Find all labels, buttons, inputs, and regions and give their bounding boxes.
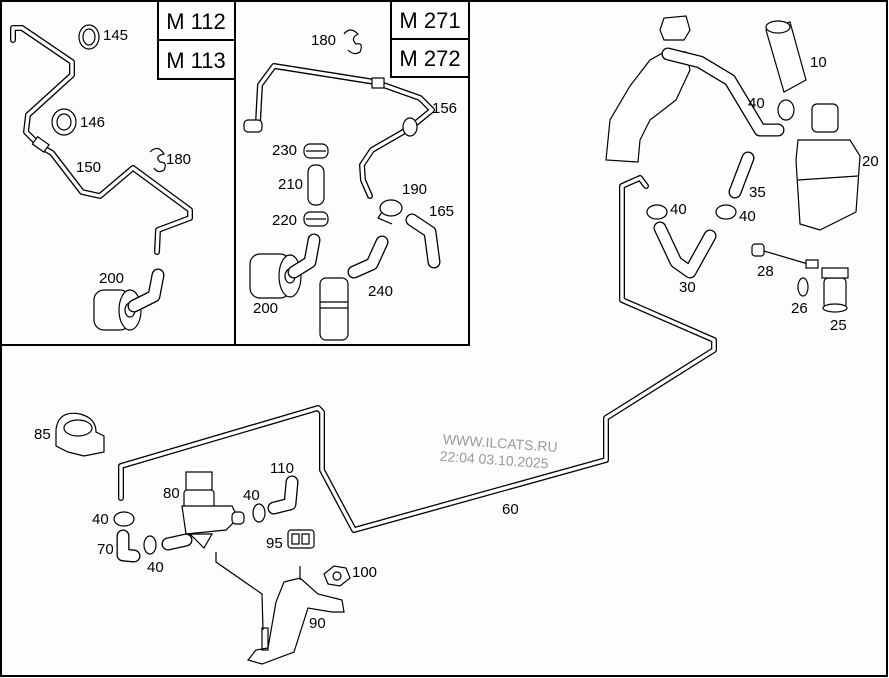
filler-neck-icon — [605, 15, 785, 163]
callout-label: 210 — [278, 176, 303, 193]
filter-200-icon — [93, 268, 165, 331]
hose-110-icon — [267, 475, 299, 515]
watermark-timestamp: 22:04 03.10.2025 — [439, 448, 549, 472]
nut-100-icon — [323, 565, 351, 587]
callout-label: 70 — [97, 541, 114, 558]
clamp-230-icon — [303, 143, 329, 159]
callout-label: 95 — [266, 535, 283, 552]
pipe-156 — [243, 63, 435, 199]
callout-label: 90 — [309, 615, 326, 632]
callout-label: 40 — [243, 487, 260, 504]
model-table-middle: M 271 M 272 — [390, 0, 470, 78]
clamp-40-icon — [113, 511, 135, 527]
clamp-190-icon — [377, 199, 403, 225]
callout-label: 190 — [402, 181, 427, 198]
callout-label: 40 — [748, 95, 765, 112]
clip-180-icon — [149, 147, 166, 173]
clamp-146-icon — [51, 108, 77, 136]
hose-165-icon — [405, 213, 441, 269]
callout-label: 100 — [352, 564, 377, 581]
watermark: WWW.ILCATS.RU 22:04 03.10.2025 — [439, 431, 558, 472]
callout-label: 200 — [99, 270, 124, 287]
o-ring-26-icon — [797, 277, 809, 297]
inset-m271-frame — [234, 0, 470, 346]
callout-label: 28 — [757, 263, 774, 280]
model-label: M 271 — [399, 8, 460, 33]
callout-label: 180 — [311, 32, 336, 49]
callout-label: 80 — [163, 485, 180, 502]
callout-label: 230 — [272, 142, 297, 159]
callout-label: 10 — [810, 54, 827, 71]
hose-35-icon — [728, 151, 755, 199]
callout-label: 30 — [679, 279, 696, 296]
clip-180-icon — [343, 29, 362, 55]
callout-label: 146 — [80, 114, 105, 131]
canister-10-icon — [765, 20, 807, 93]
hose-30-icon — [653, 221, 717, 279]
callout-label: 150 — [76, 159, 101, 176]
callout-label: 200 — [253, 300, 278, 317]
callout-label: 156 — [432, 100, 457, 117]
purge-valve-80-icon — [161, 471, 245, 551]
callout-label: 240 — [368, 283, 393, 300]
canister-icon — [319, 277, 349, 341]
callout-label: 40 — [739, 208, 756, 225]
model-label: M 113 — [166, 48, 226, 73]
callout-label: 110 — [270, 460, 294, 477]
clamp-40-icon — [252, 503, 266, 523]
callout-label: 25 — [830, 317, 847, 334]
callout-label: 220 — [272, 212, 297, 229]
callout-label: 40 — [92, 511, 109, 528]
hose-210-icon — [307, 164, 325, 206]
hose-240-icon — [347, 235, 389, 279]
filter-200-icon — [249, 233, 321, 299]
clamp-40-icon — [715, 204, 737, 220]
callout-label: 180 — [166, 151, 191, 168]
bracket-90-icon — [215, 552, 345, 665]
canister-20-icon — [795, 103, 861, 231]
callout-label: 40 — [147, 559, 164, 576]
callout-label: 145 — [103, 27, 128, 44]
clamp-85-icon — [55, 412, 105, 457]
clamp-40-icon — [143, 535, 157, 555]
model-label: M 272 — [399, 46, 460, 71]
clip-95-icon — [287, 529, 315, 549]
callout-label: 20 — [862, 153, 879, 170]
callout-label: 85 — [34, 426, 51, 443]
callout-label: 35 — [749, 184, 766, 201]
sensor-28-icon — [751, 243, 819, 269]
valve-25-icon — [821, 267, 849, 313]
model-table-left: M 112 M 113 — [157, 0, 236, 80]
callout-label: 26 — [791, 300, 808, 317]
clamp-145-icon — [78, 24, 100, 50]
clamp-40-icon — [646, 204, 668, 220]
watermark-url: WWW.ILCATS.RU — [442, 431, 558, 455]
hose-70-icon — [116, 529, 141, 563]
callout-label: 40 — [670, 201, 687, 218]
callout-label: 60 — [502, 501, 519, 518]
pipe-150 — [10, 25, 193, 255]
pipe-60 — [118, 175, 717, 533]
callout-label: 165 — [429, 203, 454, 220]
clamp-220-icon — [303, 211, 329, 227]
clamp-40-icon — [777, 99, 795, 121]
model-label: M 112 — [166, 9, 226, 34]
